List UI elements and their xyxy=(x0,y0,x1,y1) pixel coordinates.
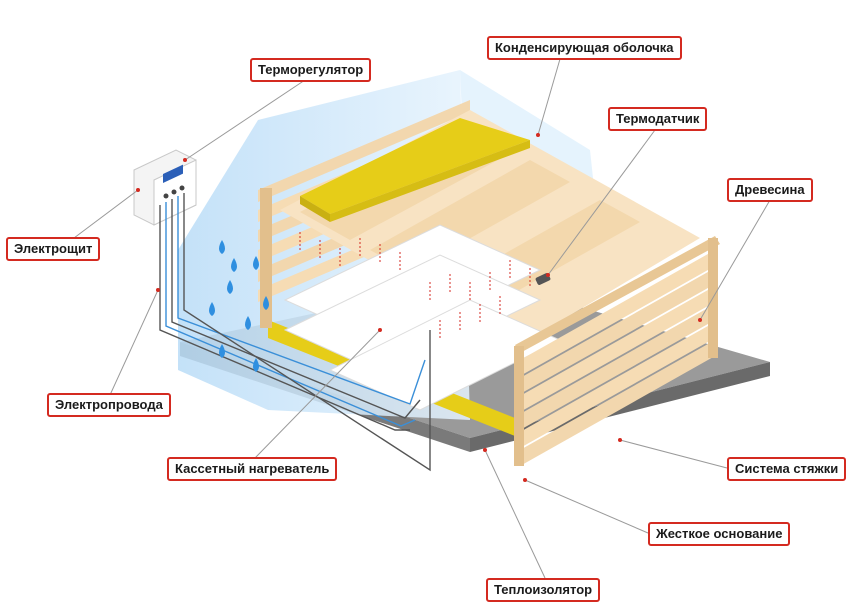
label-heat-insulator: Теплоизолятор xyxy=(486,578,601,602)
water-drop-icon xyxy=(253,256,259,270)
heat-arrows xyxy=(299,232,531,338)
label-electric-wires: Электропровода xyxy=(47,393,171,417)
water-drop-icon xyxy=(227,280,233,294)
thermostat-display-icon xyxy=(163,164,183,183)
water-drop-icon xyxy=(219,344,225,358)
water-drop-icon xyxy=(263,296,269,310)
label-electrical-panel: Электрощит xyxy=(6,237,101,261)
leader-dots xyxy=(136,133,702,482)
water-drops xyxy=(209,240,269,372)
label-cassette-heater: Кассетный нагреватель xyxy=(167,457,338,481)
insulation-block-top xyxy=(300,118,530,222)
water-drop-icon xyxy=(245,316,251,330)
label-wood: Древесина xyxy=(727,178,813,202)
water-drop-icon xyxy=(219,240,225,254)
wood-right-wall xyxy=(514,236,720,466)
water-drop-icon xyxy=(209,302,215,316)
label-condensing-shell: Конденсирующая оболочка xyxy=(487,36,682,60)
label-tie-system: Система стяжки xyxy=(727,457,847,481)
label-thermo-sensor: Термодатчик xyxy=(608,107,708,131)
water-drop-icon xyxy=(231,258,237,272)
water-drop-icon xyxy=(253,358,259,372)
electrical-panel xyxy=(133,149,197,226)
label-rigid-base: Жесткое основание xyxy=(648,522,791,546)
electric-wires xyxy=(159,193,431,472)
label-thermoregulator: Терморегулятор xyxy=(250,58,372,82)
